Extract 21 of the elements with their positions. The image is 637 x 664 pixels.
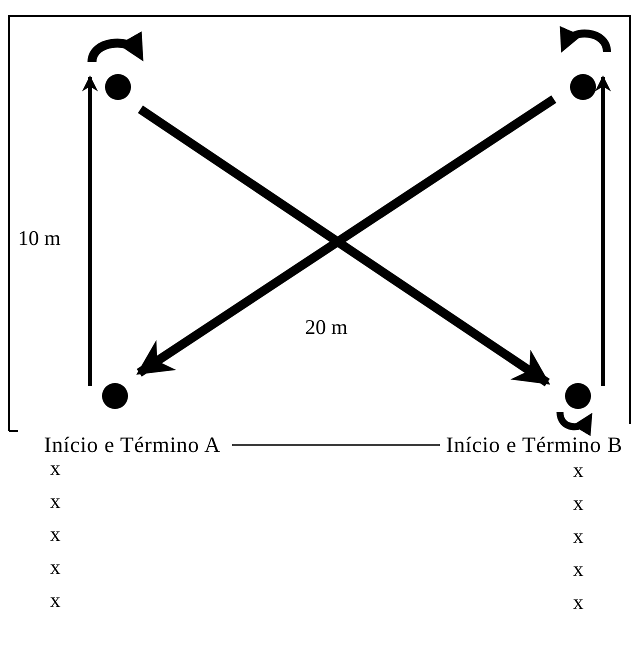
arrow <box>82 75 98 386</box>
arrow <box>595 75 611 386</box>
player-marker: x <box>573 592 584 613</box>
cone-marker <box>570 74 596 100</box>
cone-marker <box>102 383 128 409</box>
player-marker: x <box>573 493 584 514</box>
player-marker: x <box>50 524 60 545</box>
player-marker: x <box>573 559 584 580</box>
player-marker: x <box>573 526 584 547</box>
cone-marker <box>105 74 131 100</box>
start-finish-label: Início e Término A <box>44 434 221 456</box>
player-marker: x <box>50 458 60 479</box>
player-marker: x <box>573 460 584 481</box>
start-finish-label: Início e Término B <box>446 434 623 456</box>
distance-label: 10 m <box>18 228 61 249</box>
player-marker: x <box>50 590 60 611</box>
player-marker: x <box>50 557 60 578</box>
cone-marker <box>565 383 591 409</box>
connector-line <box>232 444 440 446</box>
distance-label: 20 m <box>305 317 348 338</box>
player-marker: x <box>50 491 60 512</box>
